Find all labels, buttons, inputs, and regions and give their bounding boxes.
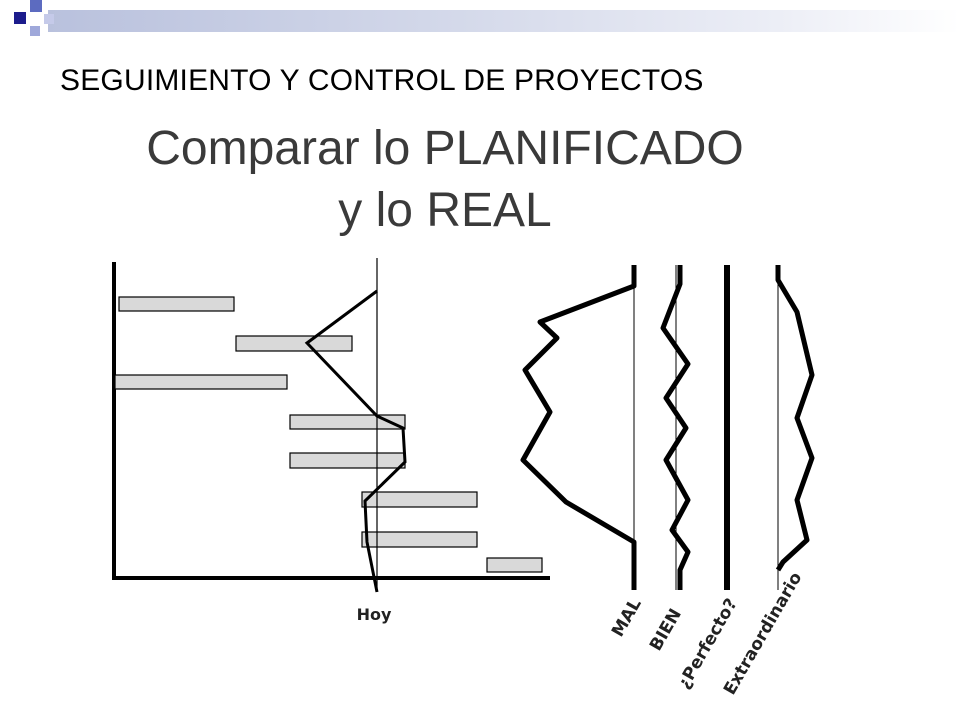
gantt-bars (114, 296, 543, 573)
profile-extraordinario-curve (775, 265, 815, 572)
heading-line-1: Comparar lo PLANIFICADO (146, 122, 744, 175)
progress-line (304, 289, 407, 593)
profile-mal-curve (520, 265, 637, 590)
profile-bien-curve (660, 265, 691, 590)
square-blue (30, 0, 42, 12)
gantt-bar (361, 531, 478, 548)
plan-vs-real-diagram: Hoy MAL BIEN ¿Perfecto? Extraordinario (112, 258, 815, 699)
square-navy (14, 12, 26, 24)
profile-label-bien: BIEN (646, 605, 686, 654)
gantt-bar (361, 491, 478, 508)
square-pale (44, 14, 54, 24)
corner-squares-decoration (0, 0, 80, 46)
gantt-bar (118, 296, 235, 312)
gantt-bar (289, 452, 406, 469)
today-label: Hoy (357, 605, 392, 624)
gantt-bar (486, 557, 543, 573)
diagram-heading: Comparar lo PLANIFICADO y lo REAL (105, 118, 785, 242)
heading-line-2: y lo REAL (338, 184, 552, 237)
gantt-bar (289, 414, 406, 430)
profile-extraordinario (775, 265, 815, 590)
header-gradient-bar (48, 10, 960, 32)
profile-label-extraordinario: Extraordinario (720, 569, 806, 699)
slide-title: SEGUIMIENTO Y CONTROL DE PROYECTOS (60, 64, 704, 97)
profile-mal (520, 265, 637, 590)
gantt-bar (235, 335, 353, 352)
profile-label-mal: MAL (608, 595, 646, 641)
header-band (0, 0, 960, 46)
profile-bien (660, 265, 691, 590)
square-lavender (30, 26, 40, 36)
gantt-bar (114, 374, 288, 390)
